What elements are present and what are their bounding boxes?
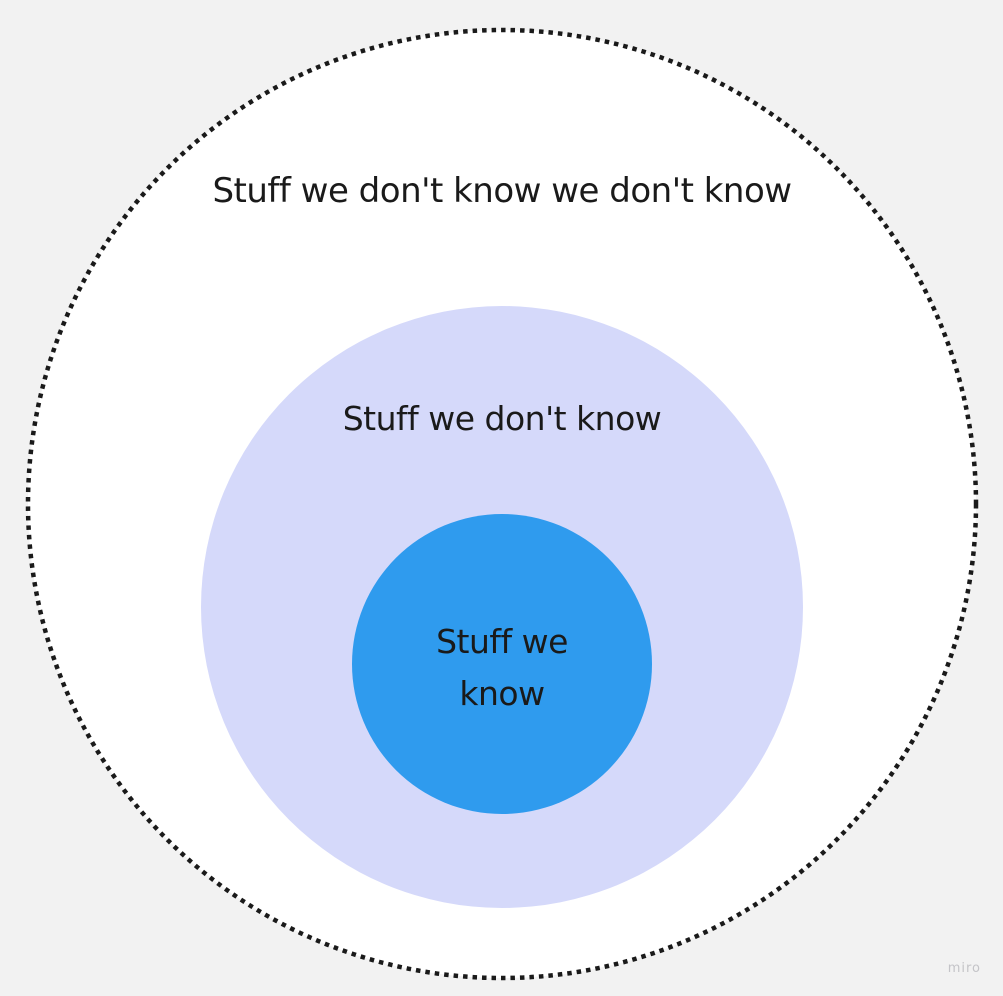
inner-circle-label: Stuff we know	[402, 616, 602, 720]
middle-circle-label: Stuff we don't know	[342, 399, 662, 438]
miro-watermark: miro	[947, 961, 981, 976]
outer-circle-label: Stuff we don't know we don't know	[212, 171, 792, 211]
inner-label-line-2: know	[459, 674, 545, 713]
inner-circle[interactable]	[352, 514, 652, 814]
inner-label-line-1: Stuff we	[436, 622, 568, 661]
